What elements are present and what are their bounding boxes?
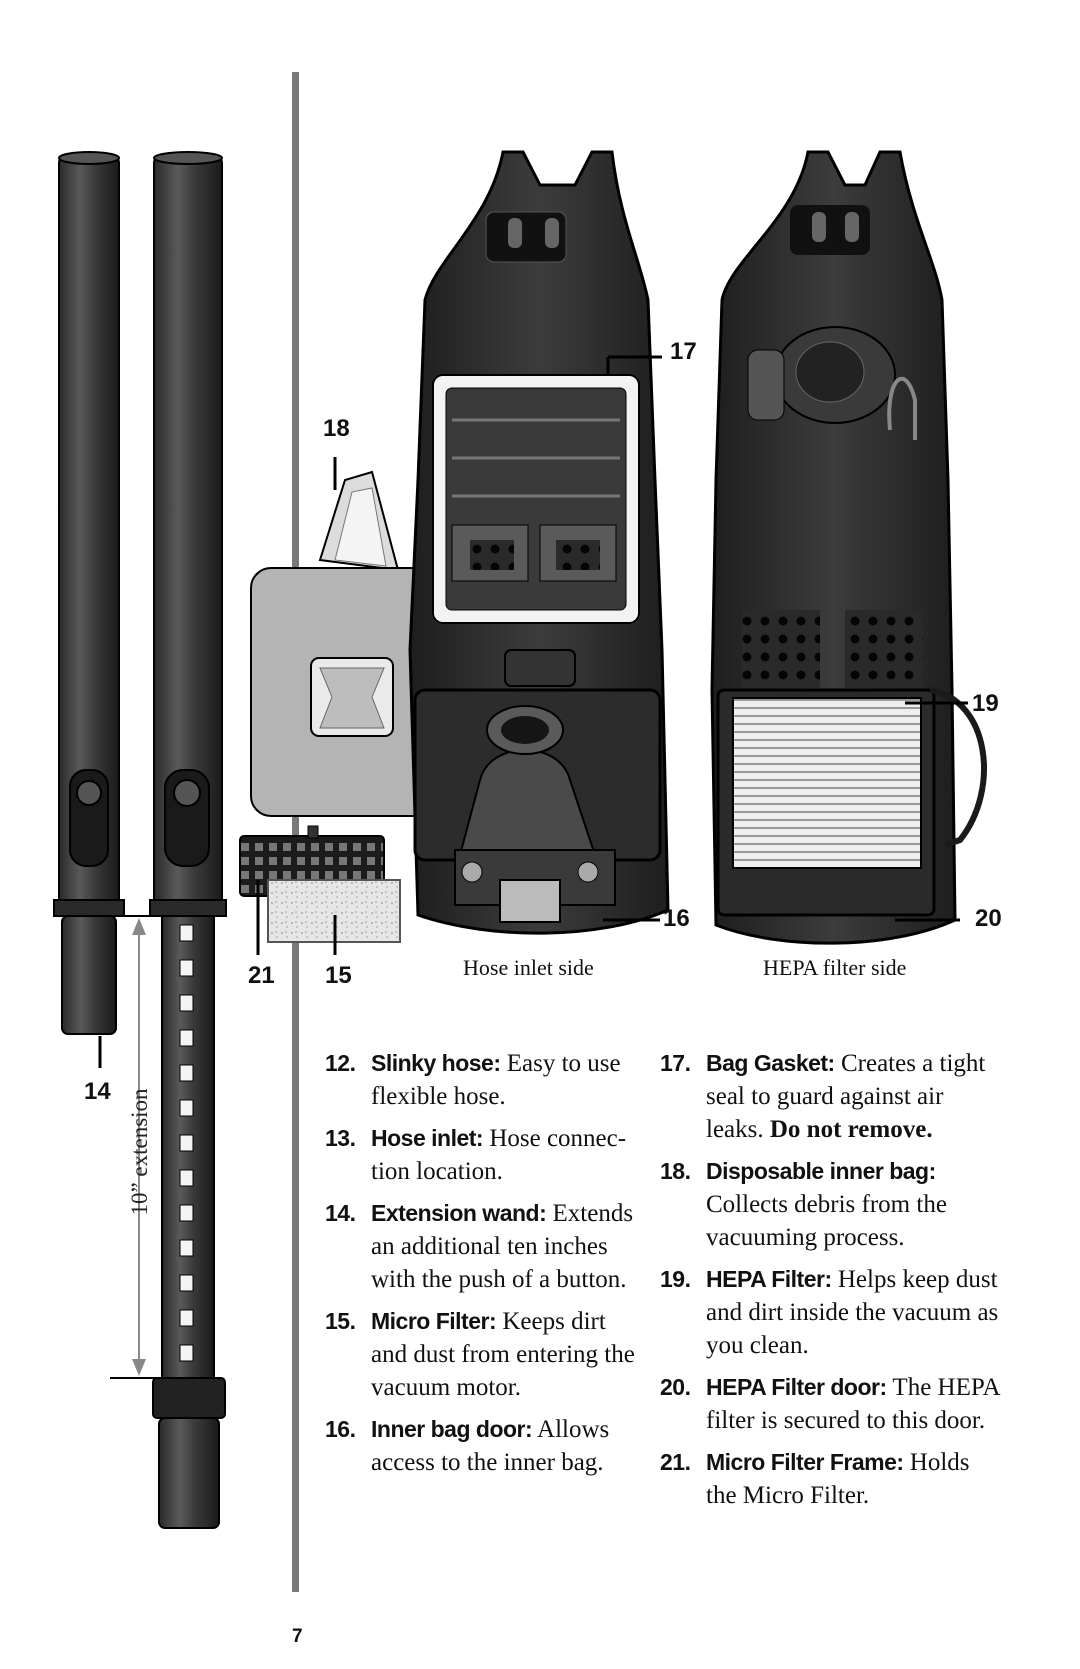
part-term: Slinky hose: xyxy=(371,1050,501,1076)
wand-extended xyxy=(149,151,227,1529)
part-term: HEPA Filter door: xyxy=(706,1374,887,1400)
part-number: 16. xyxy=(325,1416,356,1442)
part-term: Disposable inner bag: xyxy=(706,1158,936,1184)
part-description: Extends an additional ten inches with th… xyxy=(371,1200,634,1293)
leader-lines xyxy=(98,355,968,1068)
callout-16: 16 xyxy=(663,905,690,932)
part-term: Micro Filter Frame: xyxy=(706,1449,904,1475)
divider-line xyxy=(292,72,299,1592)
part-number: 15. xyxy=(325,1308,356,1334)
part-warning: Do not remove. xyxy=(769,1116,933,1143)
part-number: 21. xyxy=(660,1449,691,1475)
part-term: Bag Gasket: xyxy=(706,1050,835,1076)
vacuum-hepa-side-illustration xyxy=(710,150,987,945)
part-item-16: 16. Inner bag door: Allows access to the… xyxy=(325,1413,635,1479)
part-description: Keeps dirt and dust from entering the va… xyxy=(371,1308,635,1401)
part-number: 14. xyxy=(325,1200,356,1226)
part-description: Helps keep dust and dirt inside the vacu… xyxy=(706,1266,999,1359)
part-description: The HEPA filter is secured to this door. xyxy=(706,1374,1000,1434)
vacuum-hose-inlet-side-illustration xyxy=(408,150,670,935)
page-number: 7 xyxy=(292,1626,303,1647)
callout-20: 20 xyxy=(975,905,1002,932)
callout-19: 19 xyxy=(972,690,999,717)
callout-18: 18 xyxy=(323,415,350,442)
part-item-15: 15. Micro Filter: Keeps dirt and dust fr… xyxy=(325,1305,635,1404)
wand-collapsed xyxy=(53,151,125,1035)
callout-14: 14 xyxy=(84,1078,111,1105)
callout-17: 17 xyxy=(670,338,697,365)
part-description: Holds the Micro Filter. xyxy=(706,1449,970,1509)
part-number: 12. xyxy=(325,1050,356,1076)
part-number: 17. xyxy=(660,1050,691,1076)
part-number: 20. xyxy=(660,1374,691,1400)
part-term: HEPA Filter: xyxy=(706,1266,832,1292)
part-number: 18. xyxy=(660,1158,691,1184)
part-description: Creates a tight seal to guard against ai… xyxy=(706,1050,986,1143)
part-description: Easy to use flexible hose. xyxy=(371,1050,621,1110)
part-item-12: 12. Slinky hose: Easy to use flexible ho… xyxy=(325,1047,635,1113)
part-number: 19. xyxy=(660,1266,691,1292)
extension-label: 10” extension xyxy=(127,1088,152,1216)
parts-list-left: 12. Slinky hose: Easy to use flexible ho… xyxy=(325,1047,635,1488)
part-item-21: 21. Micro Filter Frame: Holds the Micro … xyxy=(660,1446,1000,1512)
part-item-13: 13. Hose inlet: Hose connec­tion locatio… xyxy=(325,1122,635,1188)
part-description: Allows access to the inner bag. xyxy=(371,1416,610,1476)
disposable-inner-bag-illustration xyxy=(250,470,454,817)
part-item-14: 14. Extension wand: Extends an additiona… xyxy=(325,1197,635,1296)
caption-hose-inlet-side: Hose inlet side xyxy=(463,955,594,980)
caption-hepa-filter-side: HEPA filter side xyxy=(763,955,907,980)
part-item-19: 19. HEPA Filter: Helps keep dust and dir… xyxy=(660,1263,1000,1362)
parts-list-right: 17. Bag Gasket: Creates a tight seal to … xyxy=(660,1047,1000,1521)
part-term: Micro Filter: xyxy=(371,1308,497,1334)
part-description: Collects debris from the vacuuming proce… xyxy=(706,1191,947,1251)
part-item-17: 17. Bag Gasket: Creates a tight seal to … xyxy=(660,1047,1000,1146)
part-term: Extension wand: xyxy=(371,1200,547,1226)
part-item-18: 18. Disposable inner bag: Collects debri… xyxy=(660,1155,1000,1254)
callout-21: 21 xyxy=(248,962,275,989)
part-number: 13. xyxy=(325,1125,356,1151)
part-term: Hose inlet: xyxy=(371,1125,484,1151)
part-description: Hose connec­tion location. xyxy=(371,1125,627,1185)
extension-dimension xyxy=(110,915,162,1379)
callout-15: 15 xyxy=(325,962,352,989)
part-term: Inner bag door: xyxy=(371,1416,533,1442)
part-item-20: 20. HEPA Filter door: The HEPA filter is… xyxy=(660,1371,1000,1437)
